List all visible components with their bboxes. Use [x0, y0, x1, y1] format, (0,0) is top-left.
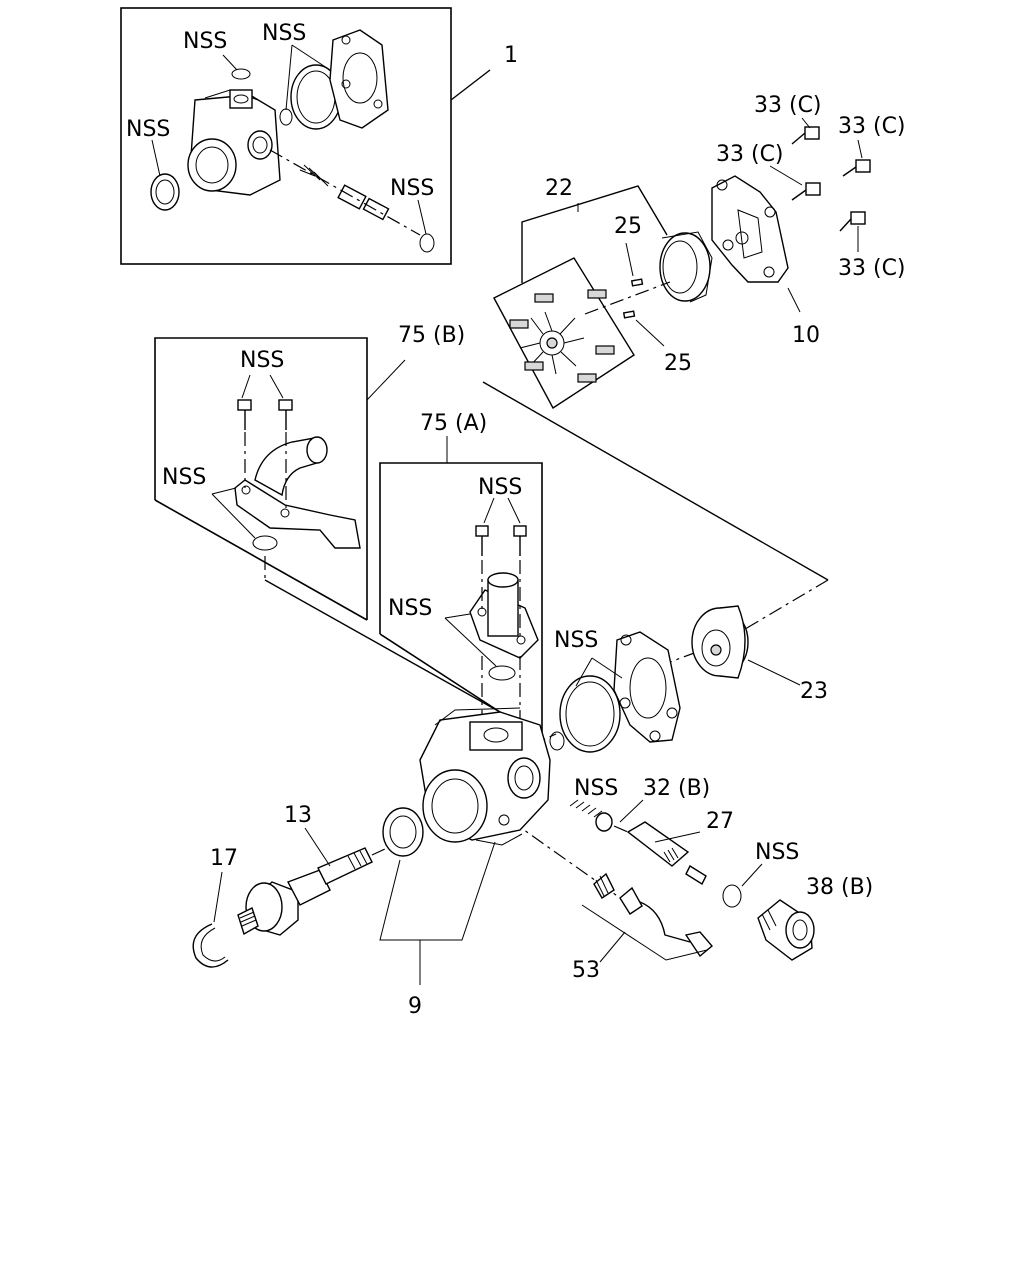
assembly-valve-drawing [269, 149, 421, 236]
elbow-kit-75b-group [154, 337, 406, 621]
label-25-a: 25 [614, 214, 642, 239]
label-38b: 38 (B) [806, 875, 873, 900]
label-nss-e: NSS [240, 348, 284, 373]
assembly-1-box [120, 7, 452, 265]
rear-gasket-cover-group [549, 631, 681, 753]
connector-dash-7 [509, 819, 631, 906]
cam-ring-drawing [659, 231, 713, 303]
o-ring-side [549, 731, 565, 751]
connector-dash-6 [669, 651, 698, 663]
label-nss-d: NSS [390, 176, 434, 201]
cover-plate-10-group [711, 117, 871, 313]
shaft-13-group [237, 827, 386, 936]
label-nss-g: NSS [478, 475, 522, 500]
label-nss-k: NSS [755, 840, 799, 865]
relief-valve-group [569, 799, 707, 886]
label-nss-j: NSS [574, 776, 618, 801]
rotor-23-group [691, 605, 801, 686]
sensor-53-group [581, 872, 713, 963]
elbow-pipe-drawing [234, 436, 361, 549]
assembly-housing-drawing [187, 89, 281, 196]
bolt-33c-b [842, 139, 871, 177]
connector-dash-1 [482, 381, 829, 581]
pump-housing-group [419, 707, 551, 846]
label-nss-i: NSS [554, 628, 598, 653]
label-25-b: 25 [664, 351, 692, 376]
bolt-33c-a [791, 117, 820, 145]
connector-dash-4 [264, 579, 501, 713]
assembly-oil-seal-drawing [150, 173, 180, 211]
assembly-gasket-drawing [290, 29, 389, 130]
label-32b: 32 (B) [643, 776, 710, 801]
label-10: 10 [792, 323, 820, 348]
pipe-flange-drawing [469, 572, 539, 659]
label-9: 9 [408, 994, 422, 1019]
impeller-kit-22-group [493, 185, 713, 410]
connector-dash-2 [739, 579, 829, 633]
snap-ring-17-group [192, 871, 229, 968]
pins-25 [584, 242, 671, 347]
o-ring-38 [722, 884, 742, 908]
label-nss-a: NSS [183, 29, 227, 54]
label-nss-b: NSS [262, 21, 306, 46]
label-27: 27 [706, 809, 734, 834]
bolt-33c-d [839, 211, 866, 252]
label-1: 1 [504, 43, 518, 68]
label-75a: 75 (A) [420, 411, 487, 436]
label-nss-h: NSS [388, 596, 432, 621]
label-33c-2: 33 (C) [838, 114, 906, 139]
bolts-75a [475, 497, 527, 638]
label-nss-c: NSS [126, 117, 170, 142]
label-33c-1: 33 (C) [754, 93, 822, 118]
assembly-1-group [120, 7, 491, 265]
o-ring-75b [252, 535, 278, 551]
label-17: 17 [210, 846, 238, 871]
label-nss-f: NSS [162, 465, 206, 490]
impeller-drawing [509, 289, 615, 383]
label-23: 23 [800, 679, 828, 704]
assembly-o-ring-top [231, 68, 251, 80]
label-22: 22 [545, 176, 573, 201]
part-labels: 1 NSS NSS NSS NSS 33 (C) 33 (C) 33 (C) 3… [126, 21, 906, 1019]
label-33c-3: 33 (C) [716, 142, 784, 167]
bolt-33c-c [769, 165, 821, 201]
assembly-o-ring-small [279, 108, 293, 126]
label-33c-4: 33 (C) [838, 256, 906, 281]
bolts-75b [237, 374, 293, 512]
label-75b: 75 (B) [398, 323, 465, 348]
assembly-o-ring-tail [419, 233, 435, 253]
label-13: 13 [284, 803, 312, 828]
label-53: 53 [572, 958, 600, 983]
oil-seal-9-group [379, 807, 496, 985]
fitting-38b-group [722, 863, 815, 961]
pipe-kit-75a-group [379, 436, 543, 750]
o-ring-75a [488, 665, 516, 681]
